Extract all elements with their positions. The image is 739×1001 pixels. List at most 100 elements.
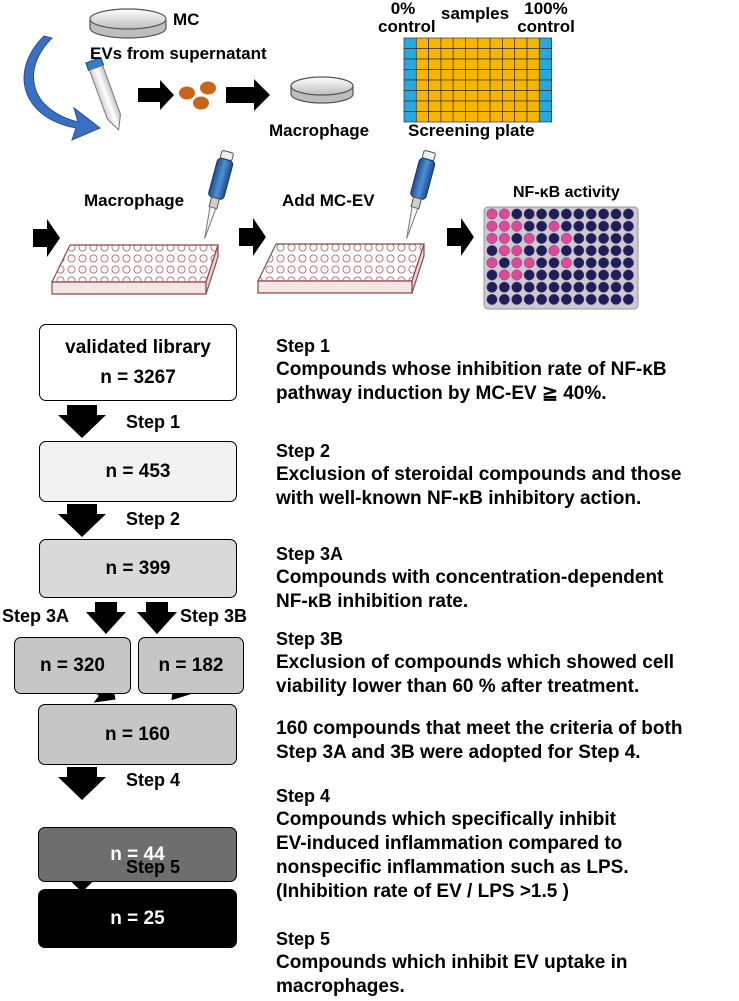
plate-sample-well — [452, 58, 466, 70]
pipette-icon — [204, 150, 234, 239]
photo-well — [511, 245, 523, 257]
photo-well — [573, 232, 585, 244]
plate-sample-well — [526, 79, 540, 91]
plate-control-well — [538, 79, 552, 91]
photo-well — [622, 281, 634, 293]
well-plate-icon — [257, 243, 425, 294]
photo-well — [511, 208, 523, 220]
step3-combined-box: n = 160 — [38, 704, 237, 765]
plate-sample-well — [514, 69, 528, 81]
photo-well — [498, 293, 510, 305]
photo-well — [610, 232, 622, 244]
arrow-down-icon — [86, 602, 126, 634]
plate-sample-well — [502, 79, 516, 91]
plate-sample-well — [514, 100, 528, 112]
step5-count: n = 25 — [110, 907, 165, 929]
step3-combined-count: n = 160 — [105, 723, 170, 745]
plate-sample-well — [502, 69, 516, 81]
photo-well — [560, 245, 572, 257]
flow-step1-label: Step 1 — [126, 412, 181, 432]
photo-well — [548, 208, 560, 220]
arrow-right-icon — [33, 219, 60, 257]
desc-line: Compounds which inhibit EV uptake in — [276, 952, 628, 973]
desc-line: nonspecific inflammation such as LPS. — [276, 857, 629, 878]
plate-sample-well — [452, 100, 466, 112]
plate-sample-well — [489, 90, 503, 102]
plate-control-well — [403, 100, 417, 112]
flow-step2-label: Step 2 — [126, 509, 181, 529]
photo-well — [610, 281, 622, 293]
plate-sample-well — [502, 90, 516, 102]
photo-well — [585, 232, 597, 244]
flow-step3b-label: Step 3B — [180, 606, 248, 626]
photo-well — [523, 281, 535, 293]
photo-well — [560, 257, 572, 269]
macrophage-dish-label: Macrophage — [269, 121, 370, 140]
plate-samples-label: samples — [441, 4, 510, 23]
step4-result-box: n = 44 — [38, 827, 237, 882]
step5-result-box: n = 25 — [38, 889, 237, 948]
curved-arrow-icon — [23, 35, 101, 141]
step1-result-box: n = 453 — [39, 441, 237, 502]
desc-line: Step 3A and 3B were adopted for Step 4. — [276, 742, 641, 763]
desc-line: Compounds whose inhibition rate of NF-κB — [276, 359, 667, 380]
plate-sample-well — [514, 58, 528, 70]
photo-well — [523, 269, 535, 281]
photo-well — [511, 232, 523, 244]
ev-particles-icon — [179, 81, 216, 110]
plate-sample-well — [526, 100, 540, 112]
photo-well — [622, 257, 634, 269]
photo-well — [598, 220, 610, 232]
plate-sample-well — [428, 79, 442, 91]
plate-control-well — [538, 69, 552, 81]
flow-step4-label: Step 4 — [126, 770, 181, 790]
photo-well — [573, 281, 585, 293]
step3b-description: Step 3B Exclusion of compounds which sho… — [276, 627, 674, 699]
arrow-right-icon — [447, 218, 474, 256]
photo-well — [548, 220, 560, 232]
plate-sample-well — [465, 100, 479, 112]
photo-well — [523, 220, 535, 232]
photo-well — [560, 208, 572, 220]
plate-sample-well — [465, 48, 479, 60]
plate-control-well — [538, 100, 552, 112]
plate-sample-well — [452, 69, 466, 81]
photo-well — [523, 232, 535, 244]
plate-control-well — [403, 58, 417, 70]
plate-control-label: control — [378, 17, 436, 36]
plate-control-well — [538, 111, 552, 123]
screening-plate-label: Screening plate — [408, 121, 535, 140]
photo-well — [523, 208, 535, 220]
photo-well — [622, 232, 634, 244]
photo-well — [573, 245, 585, 257]
photo-well — [486, 281, 498, 293]
plate-sample-well — [477, 58, 491, 70]
photo-well — [498, 220, 510, 232]
photo-well — [585, 269, 597, 281]
photo-well — [585, 220, 597, 232]
arrow-right-icon — [138, 80, 174, 110]
desc-line: macrophages. — [276, 976, 405, 997]
pipette-icon — [406, 150, 436, 239]
plate-control-label: control — [517, 17, 575, 36]
desc-title: Step 3A — [276, 544, 344, 564]
plate-sample-well — [477, 100, 491, 112]
plate-sample-well — [477, 48, 491, 60]
plate-sample-well — [489, 100, 503, 112]
plate-sample-well — [465, 37, 479, 49]
assay-macrophage-label: Macrophage — [84, 191, 185, 210]
step3a-result-box: n = 320 — [14, 637, 131, 694]
photo-well — [523, 293, 535, 305]
plate-sample-well — [465, 69, 479, 81]
library-label: validated library — [65, 336, 211, 358]
plate-sample-well — [440, 37, 454, 49]
plate-sample-well — [514, 37, 528, 49]
plate-control-well — [538, 37, 552, 49]
plate-sample-well — [489, 79, 503, 91]
centrifuge-tube-icon — [85, 56, 121, 131]
desc-line: Compounds which specifically inhibit — [276, 809, 616, 830]
step5-description: Step 5 Compounds which inhibit EV uptake… — [276, 927, 628, 999]
photo-well — [598, 208, 610, 220]
plate-100-label: 100% — [524, 0, 568, 18]
photo-well — [511, 269, 523, 281]
